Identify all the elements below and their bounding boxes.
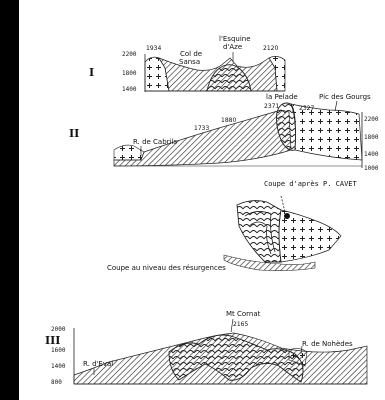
folded-limestone xyxy=(237,201,281,262)
tick-label: 2200 xyxy=(122,51,137,58)
scanned-figure: I 2200 1800 1400 1934 Col de Sansa l'Esq… xyxy=(19,0,385,400)
crystalline-massif xyxy=(291,104,362,160)
tick-label: 2200 xyxy=(364,116,379,123)
col-de-sansa-1: Col de xyxy=(180,50,202,58)
tick-label: 800 xyxy=(51,379,62,386)
arrow-line xyxy=(281,196,285,212)
tick-label: 1800 xyxy=(122,70,137,77)
mt-cornat: Mt Cornat xyxy=(226,310,261,318)
section-two-numeral: II xyxy=(69,127,79,140)
section-two: II 2200 1800 1400 1000 R. de Cabrils 173… xyxy=(69,93,379,172)
section-three: III 2000 1600 1400 800 Mt Cornat 2165 R.… xyxy=(45,310,367,386)
tick-label: 1400 xyxy=(51,363,66,370)
section-three-numeral: III xyxy=(45,334,60,347)
caption-resurgences: Coupe au niveau des résurgences xyxy=(107,264,226,272)
section-one-numeral: I xyxy=(89,66,94,79)
tick-label: 1400 xyxy=(122,86,137,93)
alt-2165: 2165 xyxy=(233,321,248,328)
la-pelade: la Pelade xyxy=(266,93,298,101)
alt-2120: 2120 xyxy=(263,45,278,52)
tick-label: 1600 xyxy=(51,347,66,354)
alt-1733: 1733 xyxy=(194,125,209,132)
col-de-sansa-2: Sansa xyxy=(179,58,200,66)
tick-label: 1800 xyxy=(364,134,379,141)
river-eval: R. d'Eval xyxy=(83,360,113,368)
river-cabrils: R. de Cabrils xyxy=(133,138,177,146)
alt-1880: 1880 xyxy=(221,117,236,124)
alt-2327: 2327 xyxy=(299,105,314,112)
tick-label: 2000 xyxy=(51,326,66,333)
esquine-1: l'Esquine xyxy=(219,35,251,43)
river-nohedes: R. de Nohèdes xyxy=(302,340,353,348)
tick-label: 1000 xyxy=(364,165,379,172)
resurgence-detail xyxy=(224,196,341,271)
section-one: I 2200 1800 1400 1934 Col de Sansa l'Esq… xyxy=(89,35,285,93)
tick-label: 1400 xyxy=(364,151,379,158)
pic-des-gourgs: Pic des Gourgs xyxy=(319,93,371,101)
resurgence-marker xyxy=(284,213,290,219)
esquine-2: d'Aze xyxy=(223,43,242,51)
alt-1934: 1934 xyxy=(146,45,161,52)
caption-cavet: Coupe d'après P. CAVET xyxy=(264,180,358,188)
leader-line xyxy=(335,101,337,111)
alt-2371: 2371 xyxy=(264,103,279,110)
crystalline-left xyxy=(114,145,144,160)
geological-cross-sections: I 2200 1800 1400 1934 Col de Sansa l'Esq… xyxy=(19,0,385,400)
